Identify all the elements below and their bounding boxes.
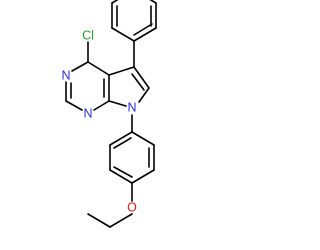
bond-c7a-n1 bbox=[93, 100, 110, 111]
bond-ar-6 bbox=[131, 131, 155, 146]
molecule-canvas: Cl N N N O bbox=[61, 0, 157, 228]
bond-ar-3 bbox=[109, 169, 133, 184]
bond-ph-4 bbox=[149, 0, 157, 4]
atom-label-n1: N bbox=[83, 106, 92, 120]
bond-ar-1-inner bbox=[113, 137, 132, 149]
structure-diagram: Cl N N N O bbox=[61, 0, 157, 228]
atom-label-o: O bbox=[127, 200, 137, 214]
atom-label-n7: N bbox=[127, 100, 136, 114]
bond-ar-3-inner bbox=[113, 166, 133, 178]
bond-n7-c7a bbox=[108, 100, 127, 107]
bond-c5-c6 bbox=[133, 66, 150, 89]
bond-ch2-ch3 bbox=[87, 213, 111, 228]
atom-label-n3: N bbox=[61, 68, 70, 82]
bond-c4-c4a bbox=[87, 61, 110, 76]
bond-c6-n7 bbox=[138, 87, 150, 103]
bond-ar-4 bbox=[131, 169, 155, 184]
bond-n3-c4 bbox=[71, 61, 89, 72]
bond-ph-6 bbox=[133, 27, 157, 42]
bond-c4a-c5 bbox=[108, 66, 135, 76]
bond-o-ch2 bbox=[109, 213, 133, 228]
atom-label-cl: Cl bbox=[82, 28, 94, 42]
bond-c5-c6-inner bbox=[131, 73, 145, 91]
bond-n1-c2 bbox=[65, 100, 83, 111]
bond-ph-6-inner bbox=[133, 23, 153, 36]
bond-ph-1 bbox=[111, 27, 135, 42]
bond-ph-3 bbox=[111, 0, 119, 4]
bond-ar-1 bbox=[109, 131, 133, 146]
